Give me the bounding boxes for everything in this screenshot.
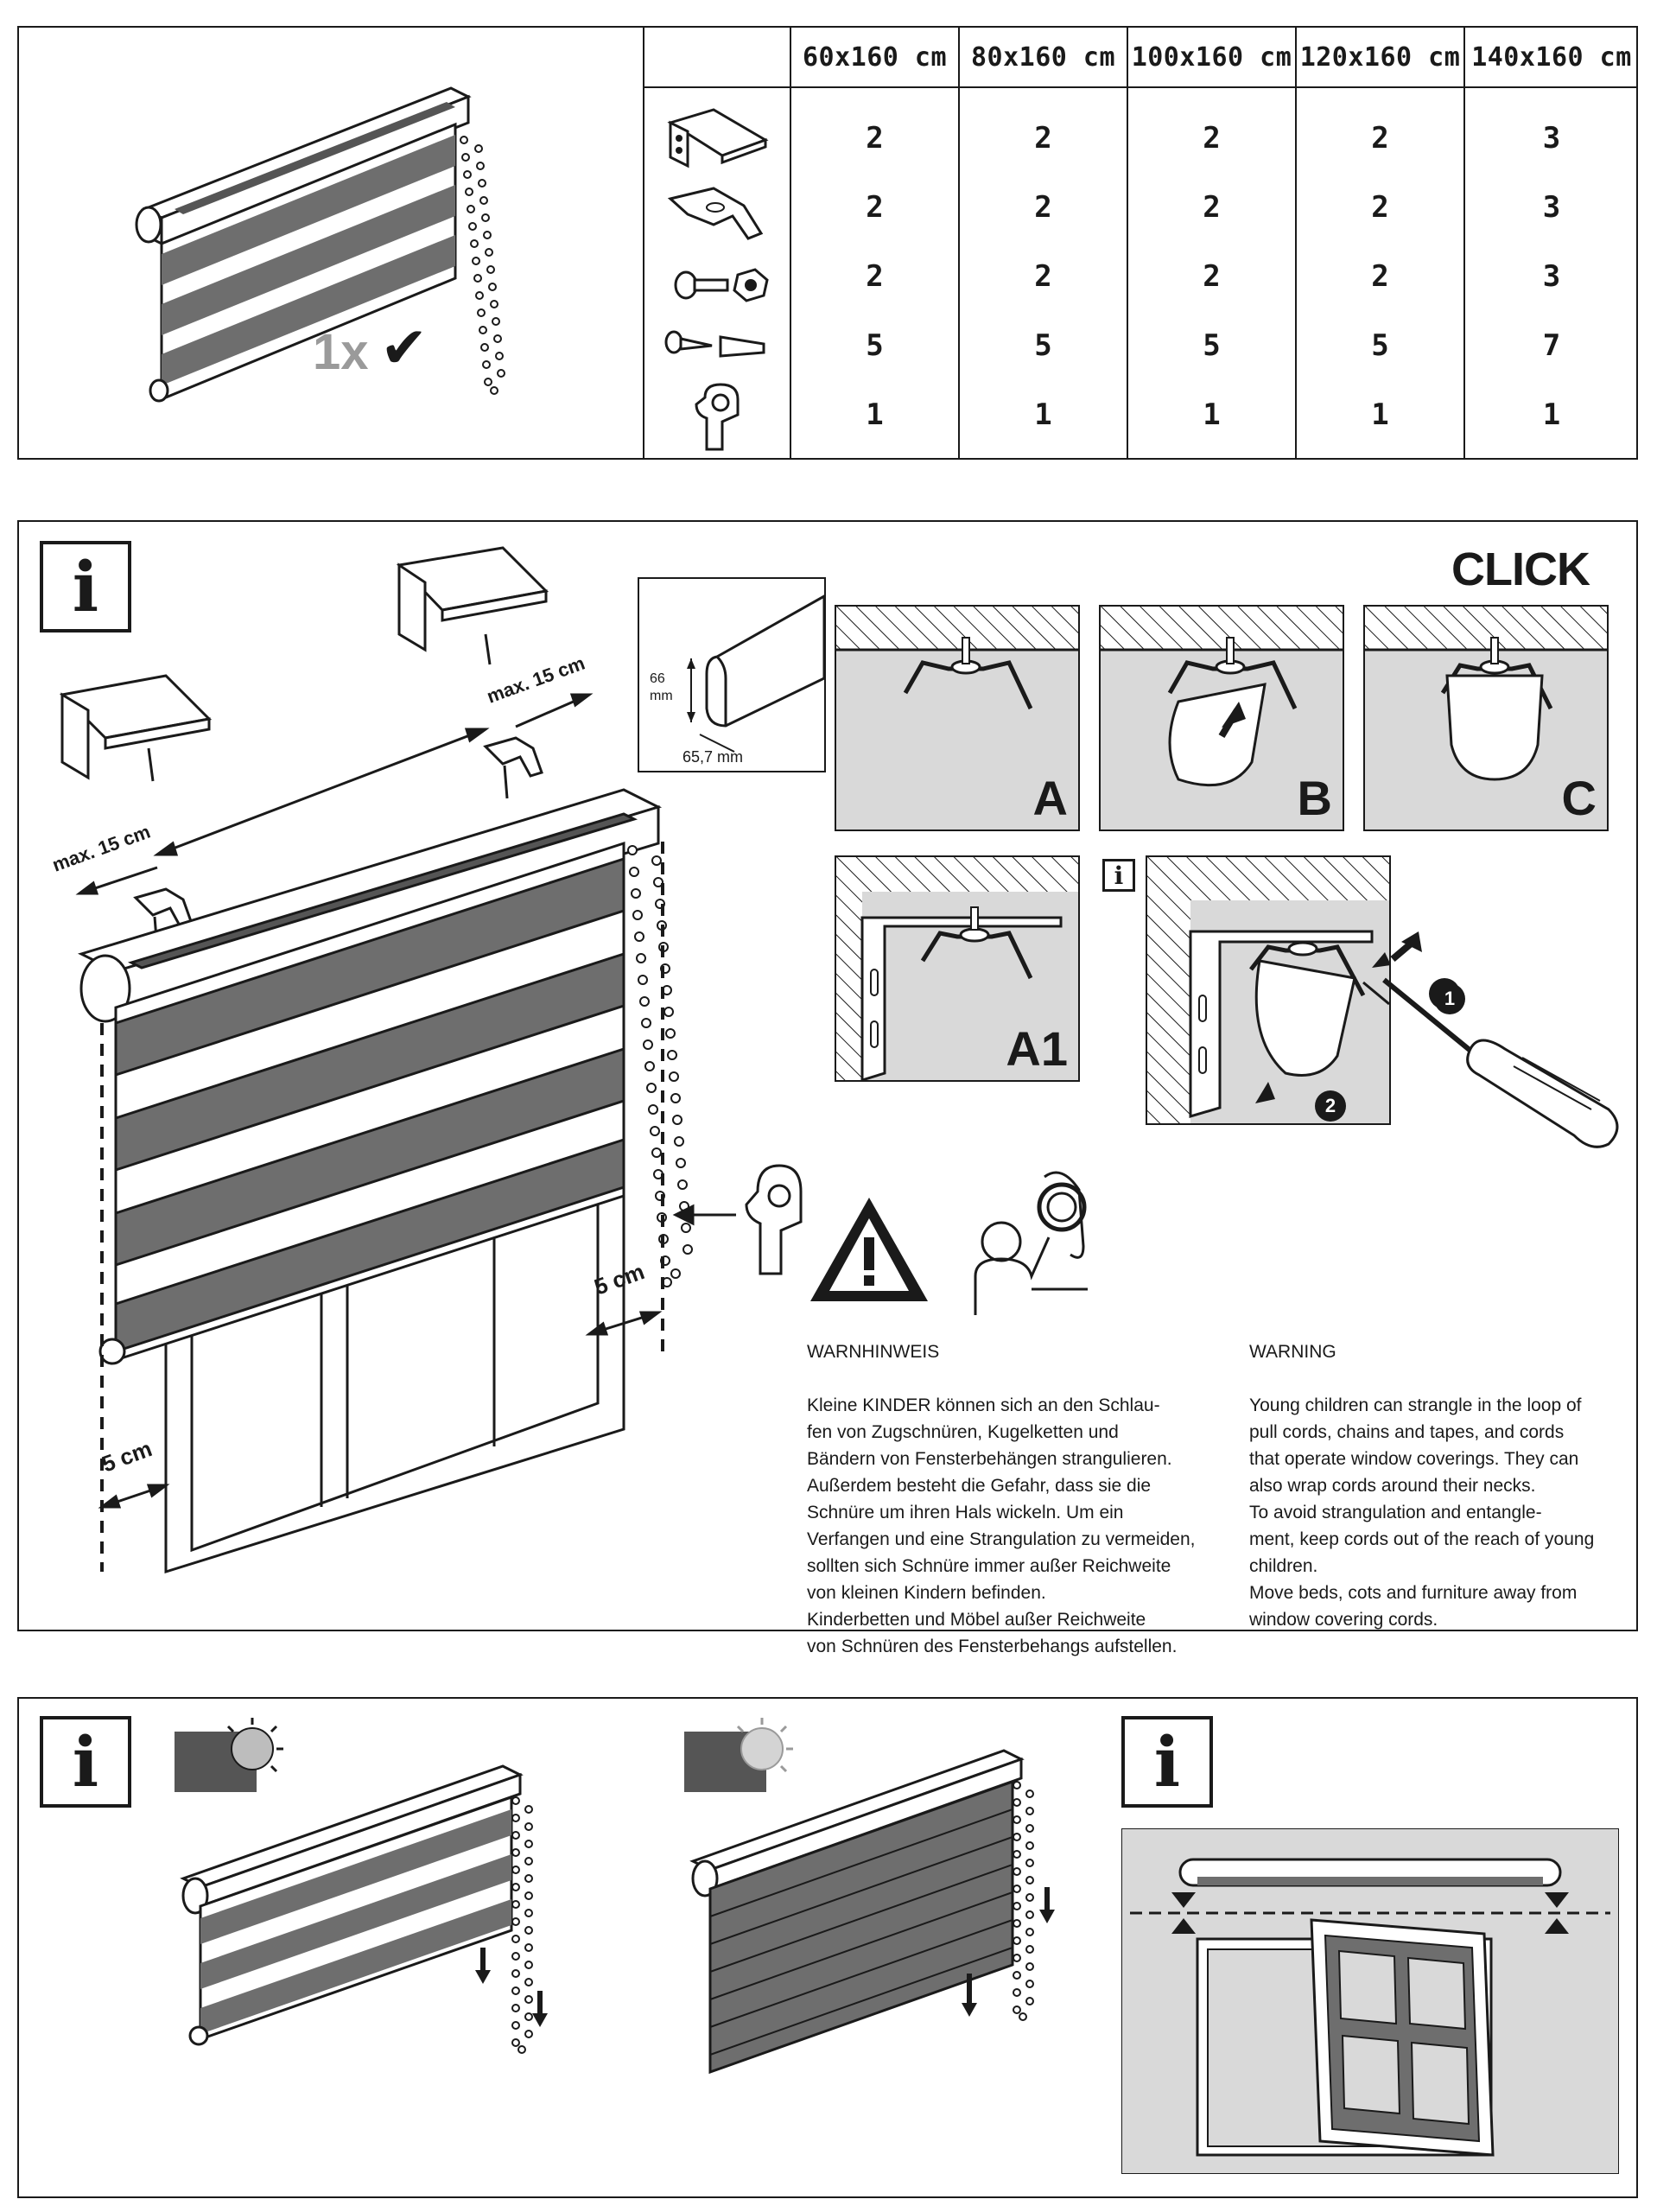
profile-dimension-box: 66 mm 65,7 mm [638, 577, 826, 772]
quantity-cell: 5 [1034, 328, 1052, 363]
wall-bracket-icon [667, 108, 769, 168]
info-icon: i [40, 541, 131, 632]
release-diagram-box [1146, 855, 1391, 1125]
operation-panel: i [17, 1697, 1638, 2198]
installation-panel: i [17, 520, 1638, 1656]
parts-icon-header [644, 28, 790, 88]
screwdriver-icon [1382, 931, 1619, 1148]
warning-german: WARNHINWEIS Kleine KINDER können sich an… [807, 1312, 1213, 1687]
info-icon: i [1121, 1716, 1213, 1808]
wall-mount-clip-diagram [836, 857, 1078, 1080]
info-icon: i [40, 1716, 131, 1808]
warning-english-body: Young children can strangle in the loop … [1249, 1395, 1595, 1630]
step-a-label: A [1032, 771, 1068, 825]
release-clip-diagram [1147, 857, 1389, 1123]
quantity-cell: 1 [1034, 397, 1052, 432]
profile-depth: 65,7 mm [682, 748, 743, 766]
wall-bracket-left-icon [59, 674, 213, 782]
max-distance-left: max. 15 cm [49, 821, 153, 876]
installation-drawing: max. 15 cm max. 15 cm [49, 546, 803, 1574]
quantity-cell: 3 [1542, 259, 1561, 294]
warning-triangle-icon [810, 1198, 928, 1301]
quantity-cell: 2 [1034, 121, 1052, 156]
warning-german-body: Kleine KINDER können sich an den Schlau-… [807, 1395, 1196, 1656]
size-column-5: 140x160 cm 3 3 3 7 1 [1463, 28, 1638, 458]
quantity-cell: 3 [1542, 121, 1561, 156]
size-column-2: 80x160 cm 2 2 2 5 1 [958, 28, 1127, 458]
quantity-cell: 2 [1203, 121, 1221, 156]
ceiling-clip-diagram [1101, 607, 1343, 830]
quantity-cell: 1 [1371, 397, 1389, 432]
profile-height-line1: 66 [650, 671, 665, 686]
quantity-cell: 2 [866, 190, 884, 225]
size-column-4: 120x160 cm 2 2 2 5 1 [1295, 28, 1463, 458]
bead-chain-icon [627, 845, 693, 1287]
quantity-cell: 2 [866, 121, 884, 156]
quantity-cell: 2 [1034, 259, 1052, 294]
quantity-cell: 2 [1034, 190, 1052, 225]
quantity-cell: 2 [1371, 190, 1389, 225]
click-clip-icon [133, 887, 194, 929]
double-blind-illustration [135, 86, 505, 403]
quantity-cell: 3 [1542, 190, 1561, 225]
quantity-cell: 2 [1203, 190, 1221, 225]
quantity-cell: 1 [1203, 397, 1221, 432]
blind-quantity: 1x [313, 324, 369, 380]
step-b-label: B [1297, 771, 1332, 825]
clearance-left: 5 cm [98, 1435, 156, 1477]
wall-bracket-right-icon [396, 546, 549, 665]
quantity-cell: 2 [1203, 259, 1221, 294]
cord-safety-clip-icon [695, 383, 740, 451]
size-header: 140x160 cm [1465, 28, 1638, 88]
parts-icon-column [643, 28, 790, 458]
size-column-3: 100x160 cm 2 2 2 5 1 [1127, 28, 1295, 458]
quantity-cell: 2 [1371, 121, 1389, 156]
quantity-cell: 5 [1203, 328, 1221, 363]
click-label: CLICK [1451, 543, 1590, 595]
blind-open-light-icon [175, 1718, 548, 2054]
step-c-label: C [1561, 771, 1597, 825]
screw-and-dowel-icon [664, 330, 765, 358]
cord-safety-clip-icon [745, 1164, 803, 1275]
screw-and-nut-icon [674, 268, 769, 302]
headrail-profile-icon: 66 mm 65,7 mm [650, 594, 824, 766]
check-icon: ✔ [380, 315, 429, 379]
quantity-cell: 5 [1371, 328, 1389, 363]
step-a1-box: A1 [835, 855, 1080, 1082]
quantity-cell: 1 [866, 397, 884, 432]
step-a1-label: A1 [1006, 1021, 1068, 1076]
ceiling-clip-diagram [1365, 607, 1607, 830]
quantity-cell: 5 [866, 328, 884, 363]
parts-table-panel: 1x ✔ 60x160 cm [17, 26, 1638, 460]
quantity-cell: 2 [866, 259, 884, 294]
release-step-2: 2 [1315, 1090, 1346, 1122]
release-step-1: 1 [1434, 983, 1465, 1014]
click-clip-icon [667, 187, 764, 240]
info-icon-small: i [1102, 859, 1135, 892]
warning-german-title: WARNHINWEIS [807, 1342, 940, 1362]
warning-english-title: WARNING [1249, 1342, 1336, 1362]
warning-english: WARNING Young children can strangle in t… [1249, 1312, 1629, 1660]
ceiling-clip-diagram [836, 607, 1078, 830]
step-b-box: B [1099, 605, 1344, 831]
step-c-box: C [1363, 605, 1609, 831]
click-clip-icon [483, 736, 543, 778]
size-header: 120x160 cm [1297, 28, 1463, 88]
window-clearance-diagram [1121, 1828, 1619, 2174]
quantity-cell: 1 [1542, 397, 1561, 432]
profile-height-line2: mm [650, 689, 673, 703]
step-a-box: A [835, 605, 1080, 831]
quantity-cell: 7 [1542, 328, 1561, 363]
quantity-cell: 2 [1371, 259, 1389, 294]
size-header: 80x160 cm [960, 28, 1127, 88]
child-strangulation-icon [974, 1171, 1088, 1315]
size-header: 100x160 cm [1128, 28, 1295, 88]
size-column-1: 60x160 cm 2 2 2 5 1 [790, 28, 958, 458]
size-header: 60x160 cm [791, 28, 958, 88]
blind-closed-dark-icon [684, 1718, 1055, 2075]
